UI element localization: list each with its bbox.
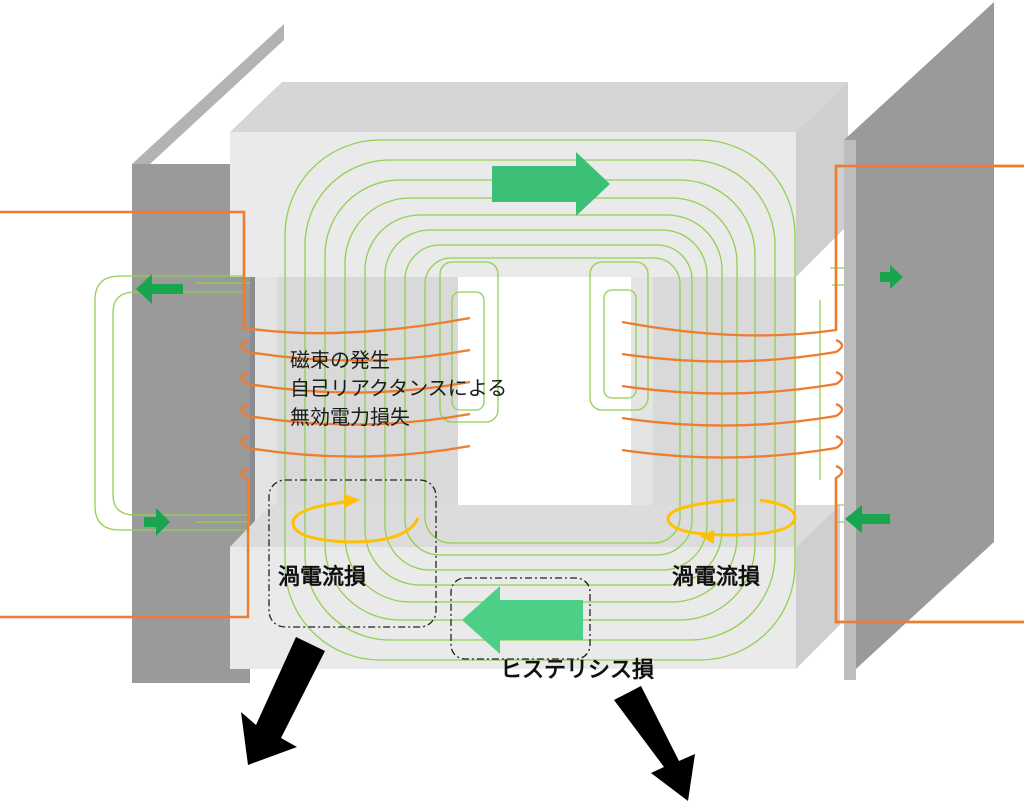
loss-highlight-boxes [268, 479, 591, 660]
eddy-current-loops [291, 494, 797, 544]
transformer-core [230, 82, 848, 669]
loss-output-arrows [241, 637, 695, 801]
arrow-icon [136, 274, 183, 304]
arrow-icon [845, 505, 890, 533]
annotation-text-block: 磁束の発生 自己リアクタンスによる 無効電力損失 [290, 348, 507, 429]
flux-direction-arrows [136, 152, 903, 654]
annotation-line-2: 自己リアクタンスによる [290, 376, 507, 400]
annotation-line-3: 無効電力損失 [290, 405, 410, 429]
hysteresis-loss-highlight-box [450, 577, 591, 660]
eddy-current-loss-label-left: 渦電流損 [278, 564, 367, 590]
secondary-coil-terminal [834, 164, 1024, 624]
arrow-icon [614, 686, 695, 801]
hysteresis-loss-label: ヒステリシス損 [500, 658, 655, 683]
arrow-icon [880, 265, 903, 289]
eddy-current-loss-label-right: 渦電流損 [672, 564, 761, 590]
annotation-line-1: 磁束の発生 [290, 348, 390, 372]
right-side-plate [844, 2, 994, 680]
arrow-icon [144, 508, 170, 536]
arrow-icon [241, 637, 325, 765]
primary-coil [0, 210, 471, 619]
arrow-icon [462, 586, 583, 654]
arrow-icon [492, 152, 610, 216]
